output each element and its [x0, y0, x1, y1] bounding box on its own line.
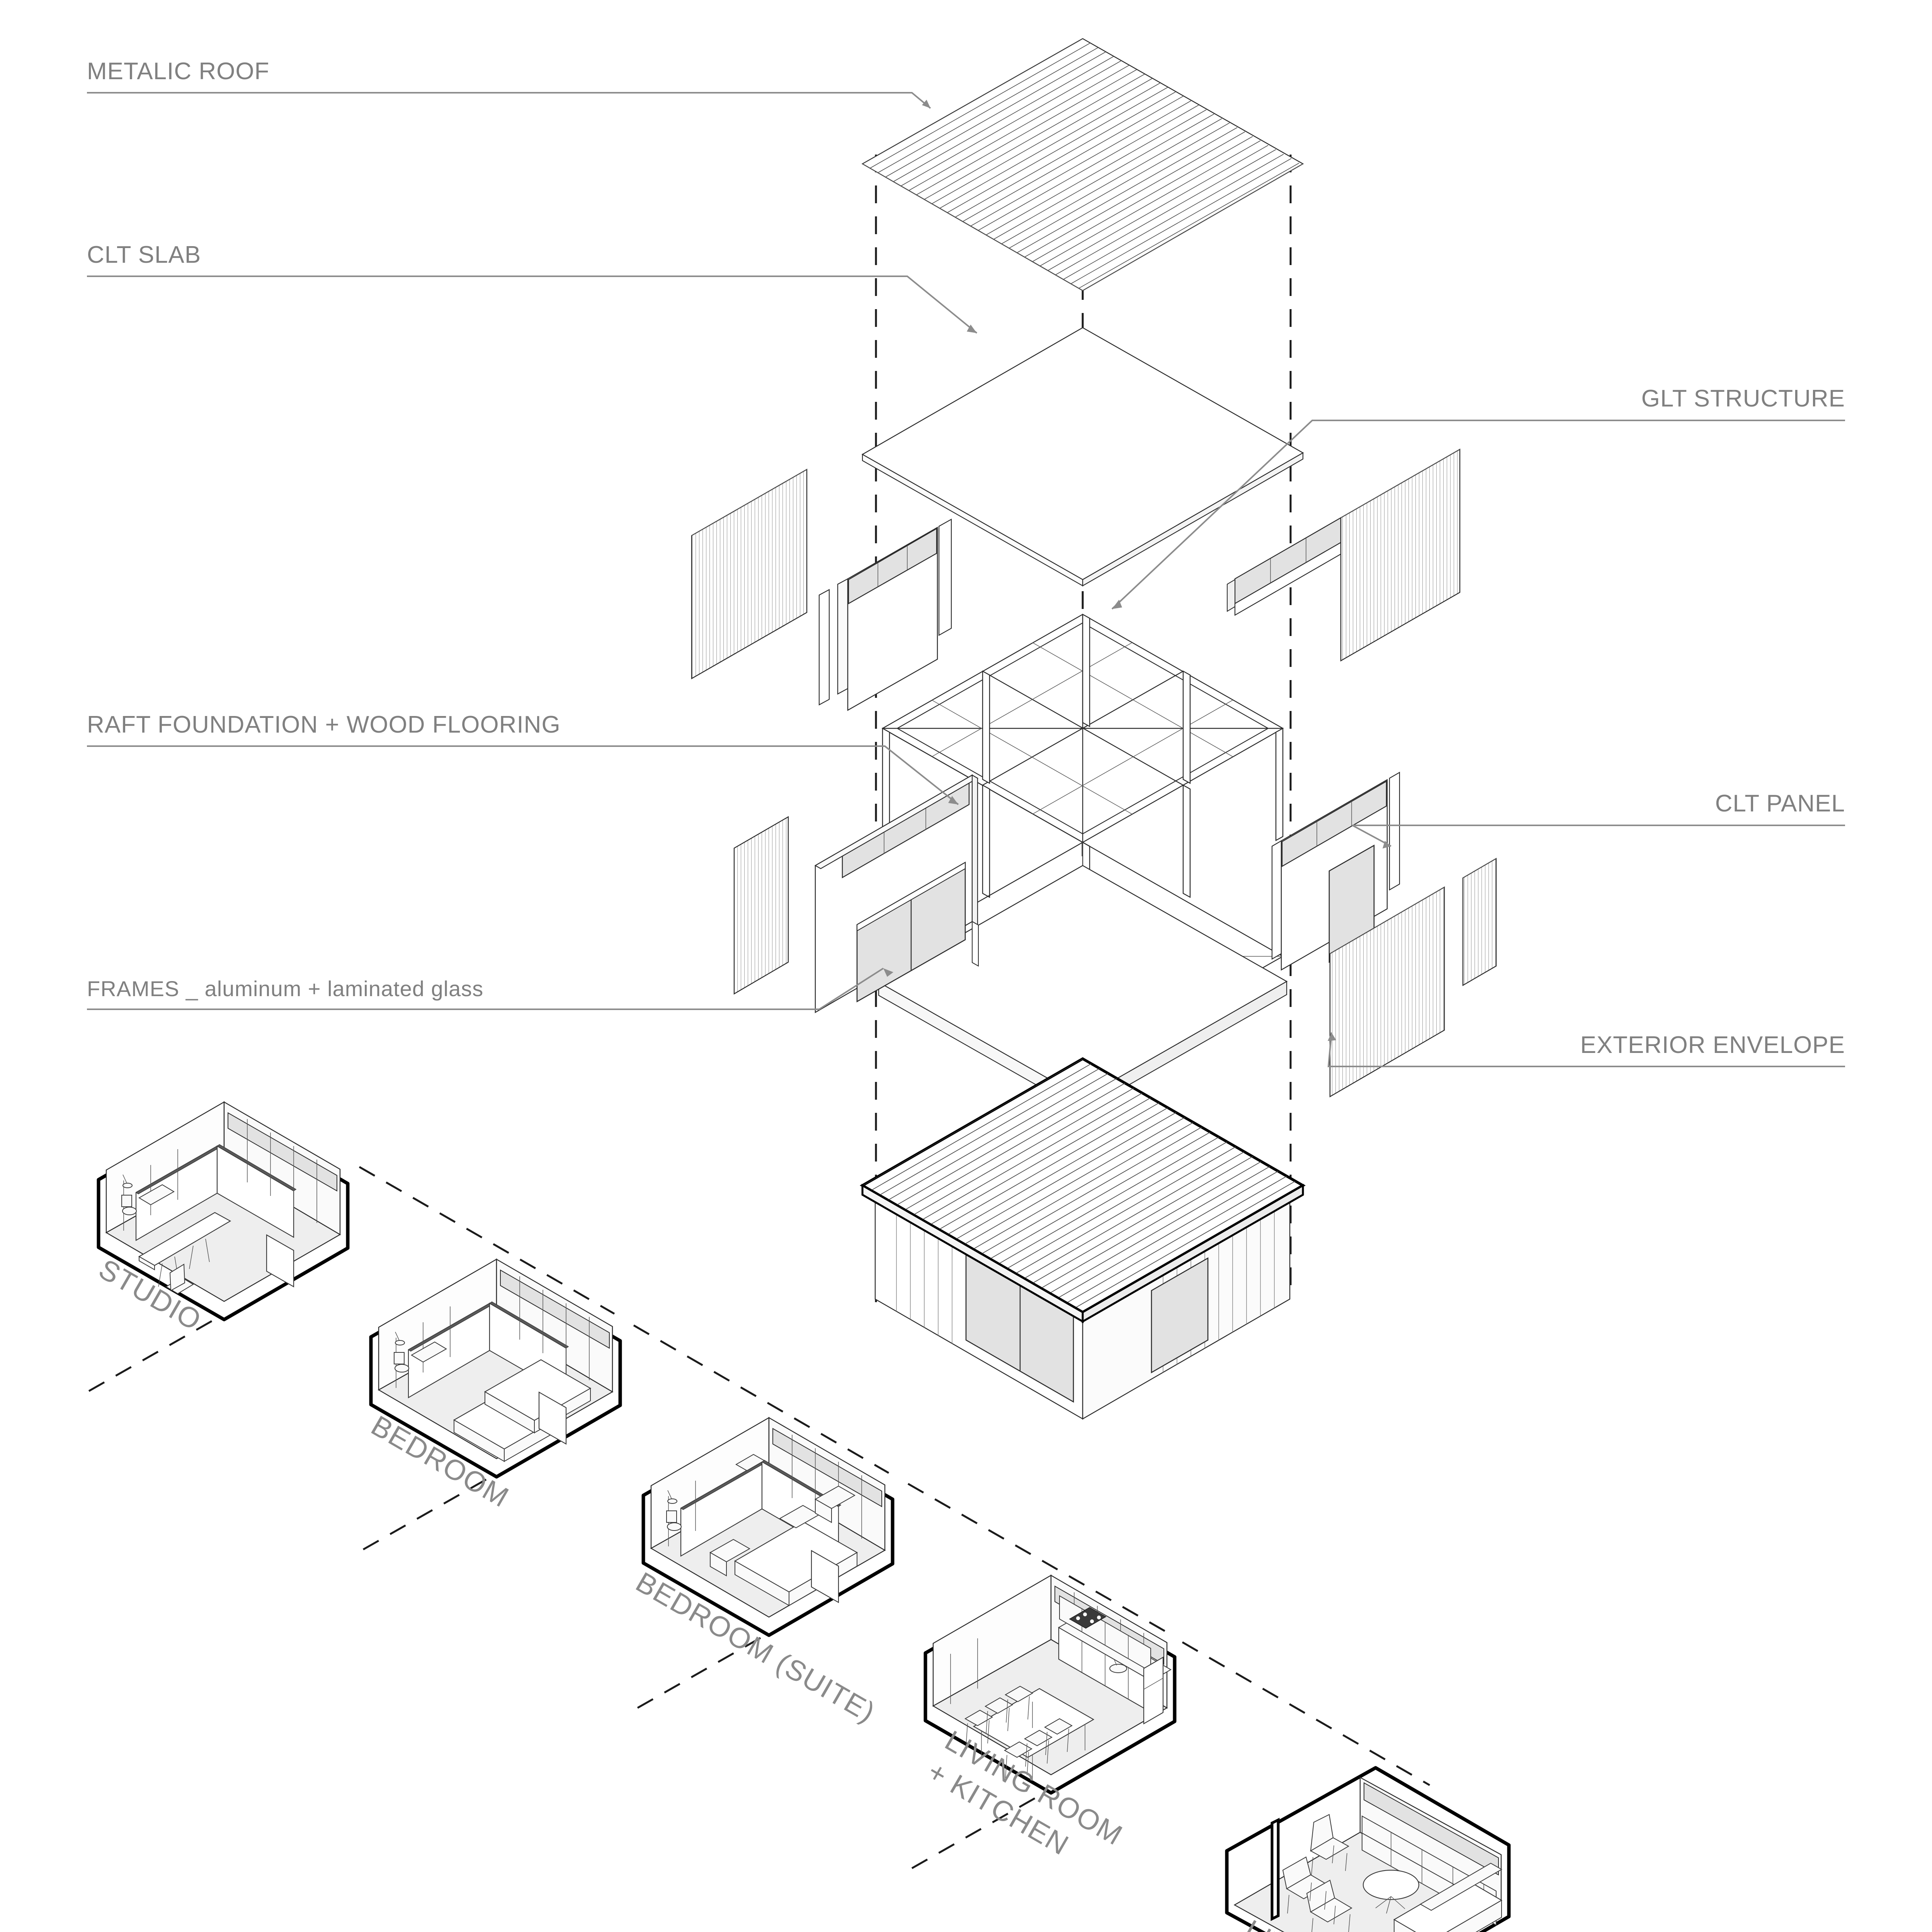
label-text-glt-structure: GLT STRUCTURE: [1641, 385, 1845, 412]
dining-set: [964, 1685, 1095, 1781]
label-raft-foundation[interactable]: RAFT FOUNDATION + WOOD FLOORING: [87, 711, 959, 805]
kitchen-units: [1058, 1595, 1172, 1725]
metalic-roof-plate: [861, 38, 1304, 291]
label-frames[interactable]: FRAMES _ aluminum + laminated glass: [87, 968, 893, 1010]
leader-line: [1327, 1032, 1352, 1067]
module-alignment-lines: [88, 1166, 1430, 1869]
leader-arrowhead: [948, 796, 958, 804]
leader-line: [862, 745, 959, 805]
clt-wall-panels: [1227, 517, 1342, 616]
roof-corrugation: [862, 39, 1303, 291]
living-sofa: [1393, 1862, 1503, 1932]
leader-arrowhead: [1112, 600, 1122, 609]
clt-slab-plate: [861, 327, 1304, 587]
raft-foundation-deck: [878, 865, 1288, 1112]
leader-line: [889, 276, 978, 334]
leader-arrowhead: [1383, 841, 1391, 849]
lower-right-assembly: [1271, 772, 1497, 1098]
studio-desk: [138, 1212, 231, 1294]
label-text-metalic-roof: METALIC ROOF: [87, 58, 269, 85]
leader-line: [796, 968, 884, 1010]
assembled-house: [859, 1057, 1306, 1420]
frames-glazing: [733, 774, 979, 1014]
label-clt-panel[interactable]: CLT PANEL: [1352, 790, 1845, 849]
module-bedroom: BEDROOM: [366, 1258, 622, 1514]
labels-left: METALIC ROOF CLT SLAB RAFT FOUNDATION + …: [87, 58, 978, 1010]
module-studio: STUDIO: [94, 1101, 350, 1337]
suite-bathroom: [666, 1454, 765, 1531]
leader-arrowhead: [967, 325, 977, 333]
label-exterior-envelope[interactable]: EXTERIOR ENVELOPE: [1327, 1032, 1845, 1067]
suite-bed: [709, 1485, 858, 1606]
lounge-chair: [1310, 1814, 1350, 1875]
label-text-raft-foundation: RAFT FOUNDATION + WOOD FLOORING: [87, 711, 561, 738]
glt-columns: [882, 613, 1284, 956]
bedroom-bathroom: [394, 1332, 447, 1372]
module-bedroom-suite: BEDROOM (SUITE): [631, 1417, 895, 1729]
labels-right: GLT STRUCTURE CLT PANEL EXTERIOR ENVELOP…: [1111, 385, 1845, 1067]
label-glt-structure[interactable]: GLT STRUCTURE: [1111, 385, 1845, 610]
leader-arrowhead: [883, 968, 893, 977]
module-living-kitchen: LIVING ROOM + KITCHEN: [922, 1574, 1177, 1861]
leader-line: [1111, 420, 1337, 610]
leader-arrowhead: [922, 100, 930, 108]
clt-wall-panels: [818, 519, 952, 711]
upper-left-wall-assembly: [691, 468, 952, 711]
label-metalic-roof[interactable]: METALIC ROOF: [87, 58, 931, 109]
module-living-room: LIVING ROOM: [1225, 1766, 1511, 1932]
label-text-exterior-envelope: EXTERIOR ENVELOPE: [1580, 1032, 1845, 1058]
upper-right-wall-assembly: [1227, 448, 1461, 662]
leader-line: [1352, 825, 1391, 847]
label-clt-slab[interactable]: CLT SLAB: [87, 242, 978, 334]
exterior-envelope-panels: [691, 468, 808, 680]
glt-frame: [881, 613, 1284, 1071]
label-text-frames: FRAMES _ aluminum + laminated glass: [87, 976, 483, 1001]
leader-arrowhead: [1328, 1032, 1336, 1041]
exterior-envelope-panels: [1340, 448, 1461, 662]
studio-bathroom: [121, 1174, 175, 1215]
label-text-clt-slab: CLT SLAB: [87, 242, 201, 268]
label-text-clt-panel: CLT PANEL: [1715, 790, 1845, 817]
